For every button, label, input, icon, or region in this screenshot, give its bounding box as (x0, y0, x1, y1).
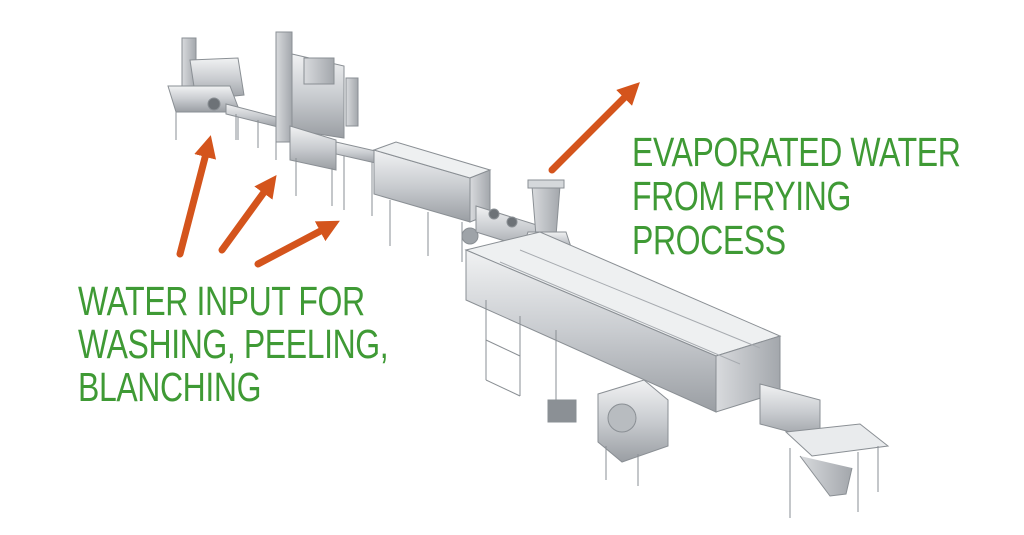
arrow-evaporated-water (548, 82, 640, 174)
evaporated-label-line-3: PROCESS (632, 217, 786, 263)
evaporated-water-label: EVAPORATED WATER FROM FRYING PROCESS (632, 129, 961, 263)
water-input-label: WATER INPUT FOR WASHING, PEELING, BLANCH… (78, 278, 389, 410)
conveyor-1 (225, 103, 283, 160)
water-input-label-line-2: WASHING, PEELING, (78, 321, 389, 367)
washer-unit (167, 37, 245, 140)
arrow-to-peeler (218, 174, 277, 254)
water-input-arrows (176, 135, 340, 268)
blancher-unit (372, 141, 492, 262)
machinery-illustration (167, 31, 890, 518)
water-input-label-line-1: WATER INPUT FOR (78, 278, 365, 324)
arrow-to-washer (176, 135, 217, 258)
oil-filter-unit (547, 379, 669, 486)
outlet-conveyor (759, 383, 890, 518)
evaporated-label-line-1: EVAPORATED WATER (632, 129, 961, 175)
peeler-tower (275, 31, 359, 206)
arrow-to-blancher (254, 220, 340, 268)
water-input-label-line-3: BLANCHING (78, 364, 262, 410)
fryer-unit (464, 231, 782, 420)
evaporated-label-line-2: FROM FRYING (632, 173, 851, 219)
evaporated-water-arrow-group (548, 82, 640, 174)
conveyor-2 (335, 141, 381, 216)
